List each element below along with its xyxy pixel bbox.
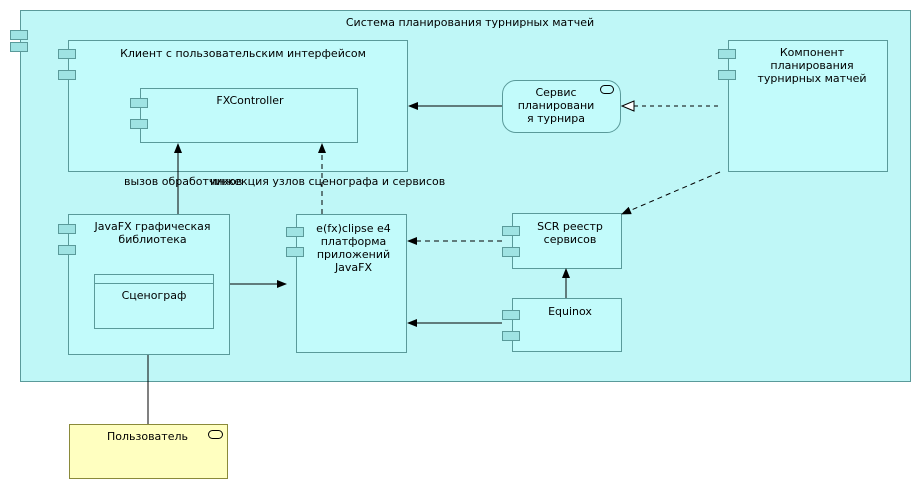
fxcontroller-port-top	[130, 98, 148, 108]
user-actor-label: Пользователь	[106, 430, 188, 443]
fxcontroller-label: FXController	[216, 94, 284, 107]
efxclipse-port-bottom	[286, 247, 304, 257]
javafx-port-top	[58, 224, 76, 234]
equinox-port-top	[502, 310, 520, 320]
scenegraph-header-line	[94, 283, 214, 284]
edge-label-handler-call: вызов обработчиков	[124, 175, 243, 188]
edge-planning-to-scr	[621, 171, 721, 215]
efxclipse-component[interactable]	[296, 214, 407, 353]
planning-port-bottom	[718, 70, 736, 80]
tournament-planning-service-label: Сервис планировани я турнира	[517, 86, 595, 125]
service-icon	[600, 85, 614, 94]
equinox-component[interactable]	[512, 298, 622, 352]
fxcontroller-component[interactable]	[140, 88, 358, 143]
planning-component-label: Компонент планирования турнирных матчей	[757, 46, 867, 85]
efxclipse-port-top	[286, 227, 304, 237]
actor-role-icon	[208, 430, 223, 439]
fxcontroller-port-bottom	[130, 119, 148, 129]
system-title: Система планирования турнирных матчей	[345, 16, 595, 29]
client-port-bottom	[58, 70, 76, 80]
scr-port-bottom	[502, 247, 520, 257]
efxclipse-label: e(fx)clipse e4 платформа приложений Java…	[316, 222, 391, 274]
client-ui-label: Клиент с пользовательским интерфейсом	[120, 47, 366, 60]
system-port-top	[10, 30, 28, 40]
scenegraph-label: Сценограф	[121, 289, 187, 302]
equinox-label: Equinox	[548, 305, 592, 318]
client-port-top	[58, 49, 76, 59]
planning-component[interactable]	[728, 40, 888, 172]
scr-registry-component[interactable]	[512, 213, 622, 269]
javafx-library-label: JavaFX графическая библиотека	[94, 220, 211, 246]
planning-port-top	[718, 49, 736, 59]
edge-label-injection: инжекция узлов сценографа и сервисов	[210, 175, 446, 188]
scr-port-top	[502, 226, 520, 236]
user-actor[interactable]	[69, 424, 228, 479]
javafx-port-bottom	[58, 245, 76, 255]
equinox-port-bottom	[502, 331, 520, 341]
scr-registry-label: SCR реестр сервисов	[537, 220, 603, 246]
system-port-bottom	[10, 42, 28, 52]
